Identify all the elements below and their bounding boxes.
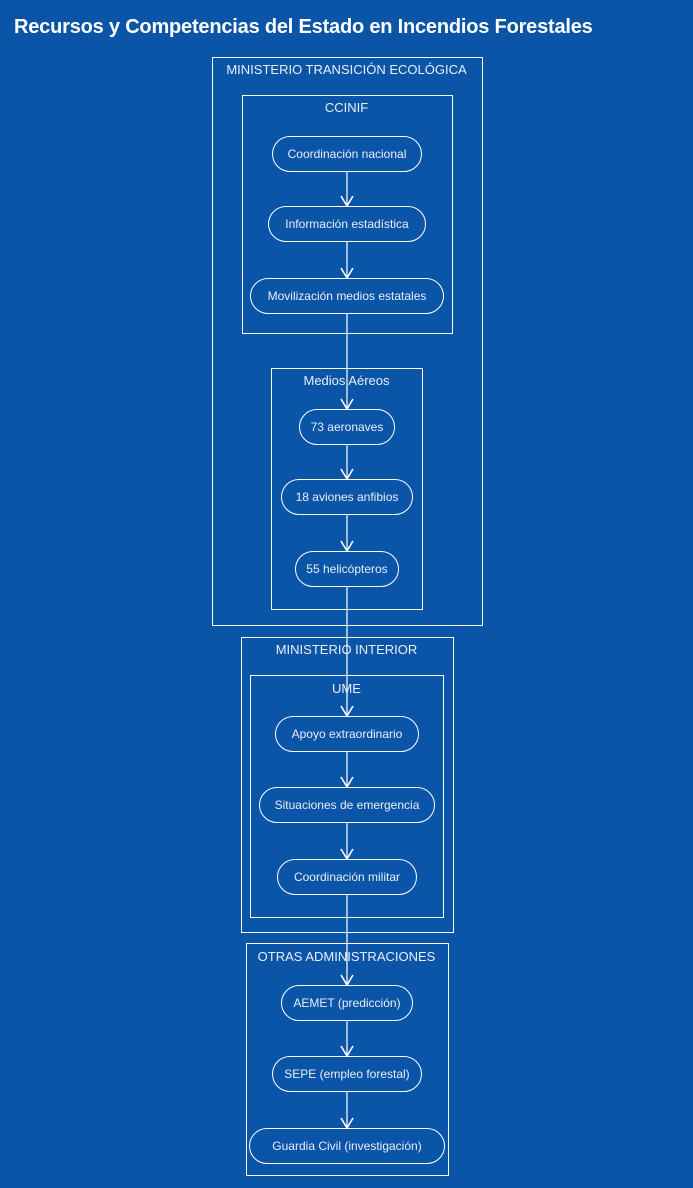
node-aemet-prediccion[interactable]: AEMET (predicción) bbox=[281, 985, 413, 1021]
node-73-aeronaves[interactable]: 73 aeronaves bbox=[299, 409, 395, 445]
node-apoyo-extraordinario[interactable]: Apoyo extraordinario bbox=[275, 716, 419, 752]
node-55-helicopteros[interactable]: 55 helicópteros bbox=[295, 551, 399, 587]
node-situaciones-de-emergencia[interactable]: Situaciones de emergencia bbox=[259, 787, 435, 823]
subgraph-label-ministerio-interior: MINISTERIO INTERIOR bbox=[275, 642, 418, 657]
node-movilizacion-medios-estatales[interactable]: Movilización medios estatales bbox=[250, 278, 444, 314]
node-coordinacion-nacional[interactable]: Coordinación nacional bbox=[272, 136, 422, 172]
subgraph-label-medios-aereos: Medios Aéreos bbox=[303, 373, 390, 388]
subgraph-label-ministerio-transicion-ecologica: MINISTERIO TRANSICIÓN ECOLÓGICA bbox=[226, 62, 467, 77]
page-title: Recursos y Competencias del Estado en In… bbox=[14, 16, 593, 38]
node-guardia-civil-investigacion[interactable]: Guardia Civil (investigación) bbox=[249, 1128, 445, 1164]
node-informacion-estadistica[interactable]: Información estadística bbox=[268, 206, 426, 242]
node-18-aviones-anfibios[interactable]: 18 aviones anfibios bbox=[281, 479, 413, 515]
subgraph-label-otras-administraciones: OTRAS ADMINISTRACIONES bbox=[257, 949, 436, 964]
node-sepe-empleo-forestal[interactable]: SEPE (empleo forestal) bbox=[272, 1056, 422, 1092]
subgraph-label-ccinif: CCINIF bbox=[324, 100, 369, 115]
node-coordinacion-militar[interactable]: Coordinación militar bbox=[277, 859, 417, 895]
subgraph-label-ume: UME bbox=[332, 681, 361, 696]
